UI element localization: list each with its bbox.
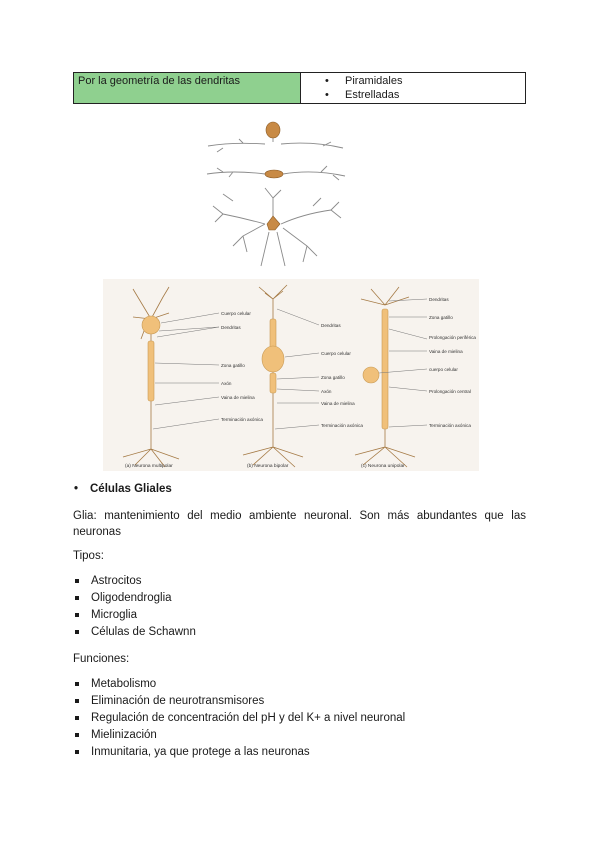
- list-item: Inmunitaria, ya que protege a las neuron…: [73, 744, 405, 761]
- list-item: Mielinización: [73, 727, 405, 744]
- label-cuerpo-celular: cuerpo celular: [429, 367, 458, 372]
- label-dendritas: Dendritas: [429, 297, 449, 302]
- label-dendritas: Dendritas: [321, 323, 341, 328]
- glia-paragraph: Glia: mantenimiento del medio ambiente n…: [73, 510, 526, 538]
- funciones-label: Funciones:: [73, 653, 130, 665]
- label-terminacion-axonica: Terminación axónica: [221, 417, 263, 422]
- list-item: Astrocitos: [73, 573, 196, 590]
- label-prolongacion-periferica: Prolongación periférica: [429, 335, 476, 340]
- caption-bipolar: (b) Neurona bipolar: [247, 463, 289, 469]
- label-axon: Axón: [321, 389, 332, 394]
- label-dendritas: Dendritas: [221, 325, 241, 330]
- tipos-label: Tipos:: [73, 550, 104, 562]
- classification-table: Por la geometría de las dendritas Pirami…: [73, 72, 526, 104]
- list-item: Células de Schawnn: [73, 624, 196, 641]
- label-vaina-mielina: Vaina de mielina: [221, 395, 255, 400]
- list-item: Regulación de concentración del pH y del…: [73, 710, 405, 727]
- caption-multipolar: (a) Neurona multipolar: [125, 463, 173, 469]
- list-item: Estrelladas: [325, 88, 525, 102]
- list-item: Microglia: [73, 607, 196, 624]
- table-cell-types: Piramidales Estrelladas: [301, 73, 525, 103]
- label-cuerpo-celular: Cuerpo celular: [221, 311, 251, 316]
- list-item: Oligodendroglia: [73, 590, 196, 607]
- label-axon: Axón: [221, 381, 232, 386]
- label-vaina-mielina: Vaina de mielina: [429, 349, 463, 354]
- label-vaina-mielina: Vaina de mielina: [321, 401, 355, 406]
- list-item: Eliminación de neurotransmisores: [73, 693, 405, 710]
- label-zona-gatillo: Zona gatillo: [321, 375, 345, 380]
- label-prolongacion-central: Prolongación central: [429, 389, 471, 394]
- neuron-types-figure: Cuerpo celular Dendritas Zona gatillo Ax…: [103, 279, 479, 471]
- label-cuerpo-celular: Cuerpo celular: [321, 351, 351, 356]
- tipos-list: Astrocitos Oligodendroglia Microglia Cél…: [73, 573, 196, 641]
- list-item: Piramidales: [325, 74, 525, 88]
- table-cell-criterion: Por la geometría de las dendritas: [74, 73, 301, 103]
- section-title: Células Gliales: [74, 483, 172, 495]
- list-item: Metabolismo: [73, 676, 405, 693]
- neuron-geometry-figure: [206, 121, 346, 267]
- label-zona-gatillo: Zona gatillo: [221, 363, 245, 368]
- funciones-list: Metabolismo Eliminación de neurotransmis…: [73, 676, 405, 761]
- label-terminacion-axonica: Terminación axónica: [429, 423, 471, 428]
- caption-unipolar: (c) Neurona unipolar: [361, 463, 405, 469]
- label-terminacion-axonica: Terminación axónica: [321, 423, 363, 428]
- label-zona-gatillo: Zona gatillo: [429, 315, 453, 320]
- types-list: Piramidales Estrelladas: [301, 74, 525, 102]
